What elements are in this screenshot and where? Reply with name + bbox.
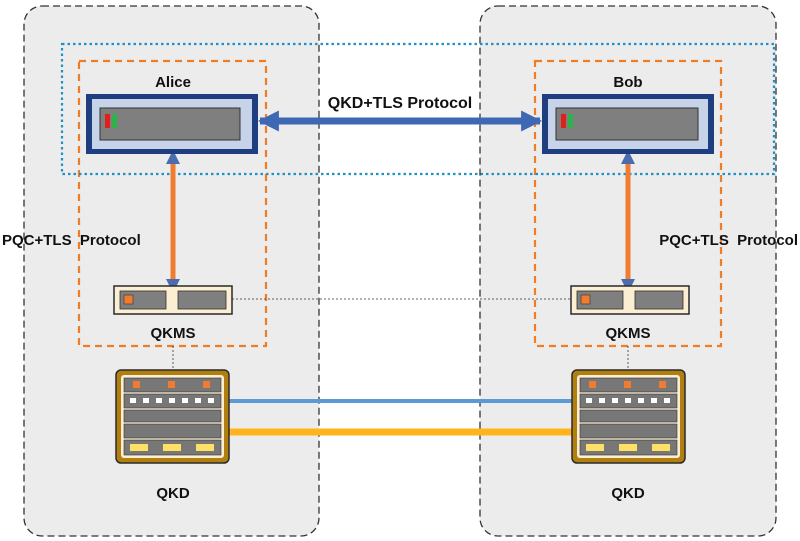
alice-endpoint-device [86,94,258,154]
right-qkd-label: QKD [611,485,645,502]
bob-endpoint-device [542,94,714,154]
left-qkd-device [115,369,230,464]
status-led-red [105,114,110,128]
right-qkms-device [570,285,690,315]
status-led-green [568,114,573,128]
left-orange-domain [77,59,268,348]
left-pqc-tls-protocol-label: PQC+TLS Protocol [2,232,141,249]
right-pqc-tls-protocol-label: PQC+TLS Protocol [659,232,798,249]
status-led-red [561,114,566,128]
left-qkd-label: QKD [156,485,190,502]
right-qkd-device [571,369,686,464]
left-qkms-device [113,285,233,315]
qkd-tls-protocol-label: QKD+TLS Protocol [328,95,472,112]
bob-label: Bob [613,74,642,91]
left-qkms-label: QKMS [151,325,196,342]
right-qkms-label: QKMS [606,325,651,342]
alice-label: Alice [155,74,191,91]
tls-domain-boundary [60,42,776,176]
status-led-green [112,114,117,128]
